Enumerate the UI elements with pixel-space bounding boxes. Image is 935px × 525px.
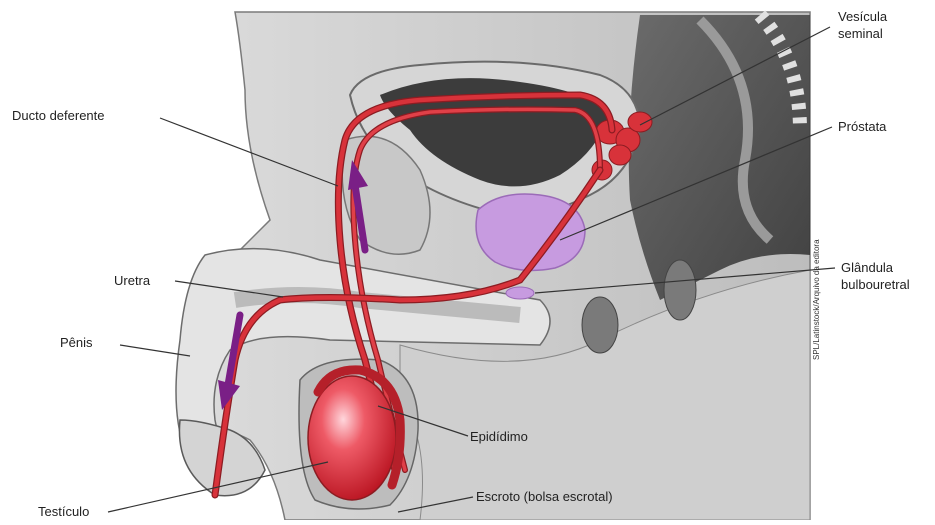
label-glandula-line1: Glândula [841,259,910,276]
label-vesicula-line2: seminal [838,25,887,42]
label-testiculo: Testículo [38,503,89,520]
label-escroto: Escroto (bolsa escrotal) [476,488,613,505]
label-glandula-line2: bulbouretral [841,276,910,293]
label-penis: Pênis [60,334,93,351]
bulbourethral-gland [506,287,534,299]
label-vesicula-line1: Vesícula [838,8,887,25]
label-ducto-deferente: Ducto deferente [12,107,105,124]
image-credit: SPL/Latinstock/Arquivo da editora [812,239,821,360]
label-epididimo: Epidídimo [470,428,528,445]
label-glandula-bulbouretral: Glândula bulbouretral [841,259,910,293]
label-uretra: Uretra [114,272,150,289]
label-prostata: Próstata [838,118,886,135]
label-vesicula-seminal: Vesícula seminal [838,8,887,42]
prostate [476,194,585,270]
